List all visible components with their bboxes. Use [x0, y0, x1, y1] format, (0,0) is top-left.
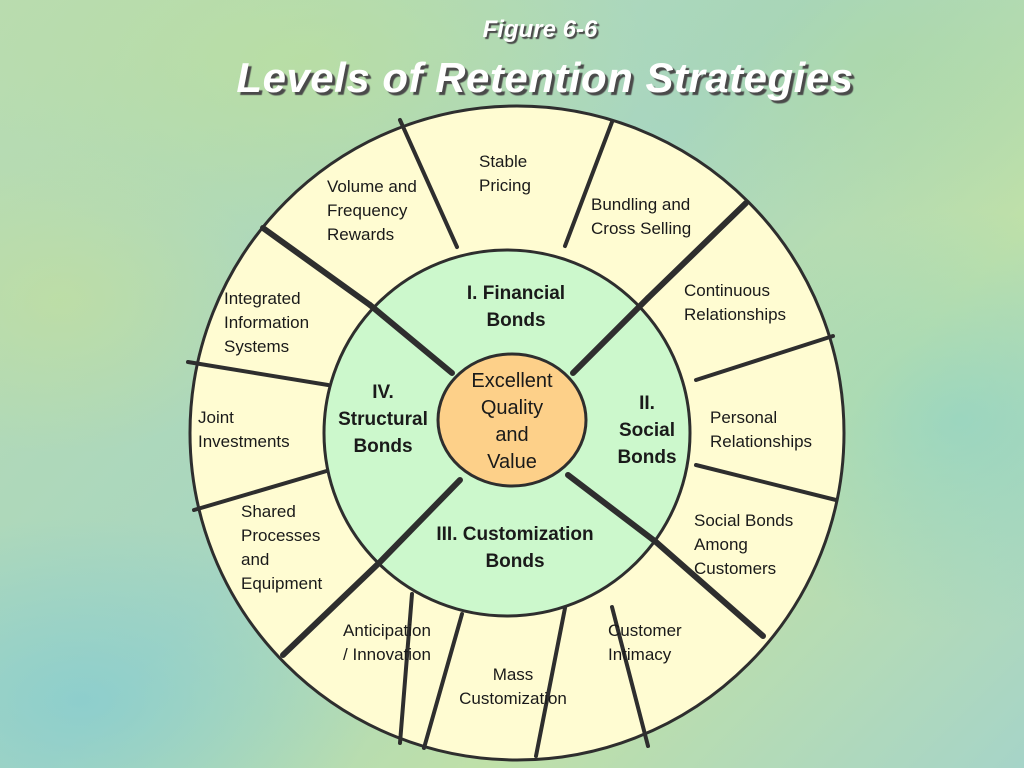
strategy-social-bonds-among-customers: Social Bonds Among Customers	[694, 511, 794, 578]
strategy-divider-line	[422, 612, 464, 750]
bond-divider-line	[280, 559, 383, 658]
strategy-stable-pricing: Stable Pricing	[479, 152, 531, 195]
bond-dividers	[260, 200, 766, 658]
strategy-mass-customization: Mass Customization	[459, 665, 567, 708]
bond-ring-divider-line	[367, 302, 455, 376]
strategy-continuous-relationships: Continuous Relationships	[684, 281, 787, 324]
bond-divider-line	[653, 539, 766, 639]
strategy-divider-line	[563, 120, 614, 248]
bond-ring-divider-line	[565, 472, 659, 545]
strategy-divider-line	[192, 468, 332, 512]
figure-label: Figure 6-6	[482, 16, 598, 43]
core-label: Excellent Quality and Value	[471, 370, 553, 473]
slide-title-block: Figure 6-6 Levels of Retention Strategie…	[0, 0, 1024, 110]
bond-divider-line	[645, 200, 749, 301]
strategy-customer-intimacy: Customer Intimacy	[608, 621, 682, 664]
strategy-divider-line	[694, 334, 835, 382]
strategy-divider-line	[610, 605, 650, 748]
bond-divider-line	[260, 225, 373, 308]
strategy-divider-line	[398, 118, 459, 249]
bond-label-social: II. Social Bonds	[617, 393, 677, 468]
bond-ring-dividers	[367, 295, 659, 565]
strategy-volume-frequency-rewards: Volume and Frequency Rewards	[327, 177, 417, 244]
strategy-shared-processes-equipment: Shared Processes and Equipment	[241, 502, 323, 593]
strategy-joint-investments: Joint Investments	[198, 408, 290, 451]
strategy-personal-relationships: Personal Relationships	[710, 408, 813, 451]
strategy-divider-line	[694, 463, 838, 502]
strategy-divider-line	[534, 606, 567, 758]
bond-label-structural: IV. Structural Bonds	[338, 382, 428, 457]
strategy-divider-line	[186, 360, 330, 387]
core-circle	[436, 352, 588, 488]
strategy-bundling-cross-selling: Bundling and Cross Selling	[591, 195, 692, 238]
strategy-divider-line	[398, 592, 414, 745]
strategy-integrated-information-systems: Integrated Information Systems	[224, 289, 310, 356]
bond-ring-divider-line	[377, 477, 463, 565]
strategy-anticipation-innovation: Anticipation / Innovation	[343, 621, 431, 664]
strategy-dividers	[186, 118, 838, 758]
bond-label-customization: III. Customization Bonds	[436, 524, 594, 572]
bond-label-financial: I. Financial Bonds	[466, 283, 566, 331]
bond-ring-divider-line	[570, 295, 651, 376]
slide-title: Levels of Retention Strategies	[236, 54, 854, 101]
